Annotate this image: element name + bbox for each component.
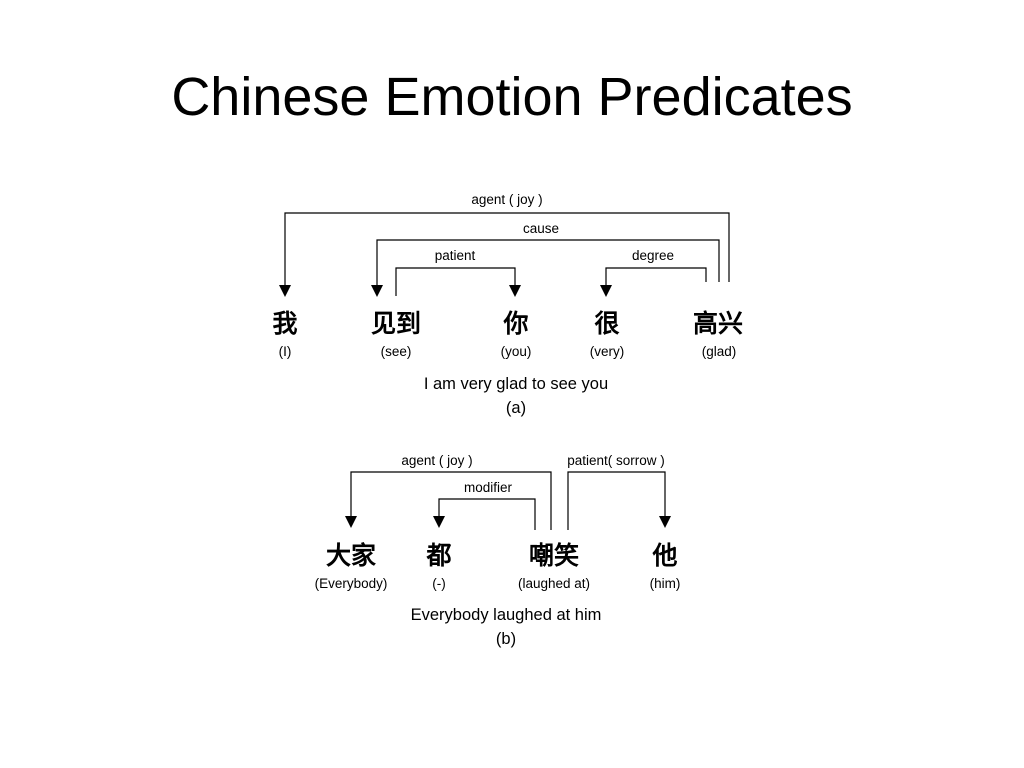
word-hanzi: 大家 (326, 541, 376, 570)
arc-label: patient( sorrow ) (567, 453, 665, 468)
arc-a-cause: cause (371, 221, 720, 297)
arc-label: modifier (464, 480, 513, 495)
word-hanzi: 我 (272, 309, 297, 338)
word-hanzi: 你 (502, 309, 528, 338)
diagram-b: agent ( joy ) modifier patient( sorrow )… (315, 453, 681, 648)
arc-label: agent ( joy ) (471, 192, 542, 207)
arrowhead-icon (600, 285, 612, 297)
word-gloss: (I) (279, 344, 292, 359)
caption-a: (a) (506, 399, 526, 417)
word-hanzi: 都 (425, 541, 451, 570)
word-gloss: (very) (590, 344, 625, 359)
arc-b-modifier: modifier (433, 480, 536, 530)
slide-title: Chinese Emotion Predicates (171, 67, 853, 127)
caption-b: (b) (496, 630, 516, 648)
word-gloss: (-) (432, 576, 446, 591)
word-gloss: (him) (650, 576, 681, 591)
arc-a-agent-joy: agent ( joy ) (279, 192, 730, 297)
word-hanzi: 高兴 (693, 309, 743, 338)
arc-label: patient (435, 248, 476, 263)
word-gloss: (see) (381, 344, 412, 359)
word-hanzi: 见到 (371, 309, 421, 338)
word-gloss: (glad) (702, 344, 737, 359)
diagram-a: agent ( joy ) cause patient degree 我 见到 … (272, 192, 743, 417)
arc-b-patient-sorrow: patient( sorrow ) (567, 453, 671, 530)
translation-b: Everybody laughed at him (411, 606, 602, 624)
translation-a: I am very glad to see you (424, 375, 608, 393)
arrowhead-icon (279, 285, 291, 297)
arrowhead-icon (345, 516, 357, 528)
arc-label: cause (523, 221, 559, 236)
arrowhead-icon (433, 516, 445, 528)
arc-b-agent-joy: agent ( joy ) (345, 453, 552, 530)
word-hanzi: 很 (594, 309, 619, 338)
word-hanzi: 嘲笑 (529, 541, 579, 570)
arc-label: degree (632, 248, 674, 263)
arc-label: agent ( joy ) (401, 453, 472, 468)
arrowhead-icon (659, 516, 671, 528)
arrowhead-icon (509, 285, 521, 297)
word-gloss: (you) (501, 344, 532, 359)
arc-a-patient: patient (395, 248, 521, 297)
word-gloss: (laughed at) (518, 576, 590, 591)
word-gloss: (Everybody) (315, 576, 388, 591)
word-hanzi: 他 (651, 541, 677, 570)
arrowhead-icon (371, 285, 383, 297)
arc-a-degree: degree (600, 248, 707, 297)
